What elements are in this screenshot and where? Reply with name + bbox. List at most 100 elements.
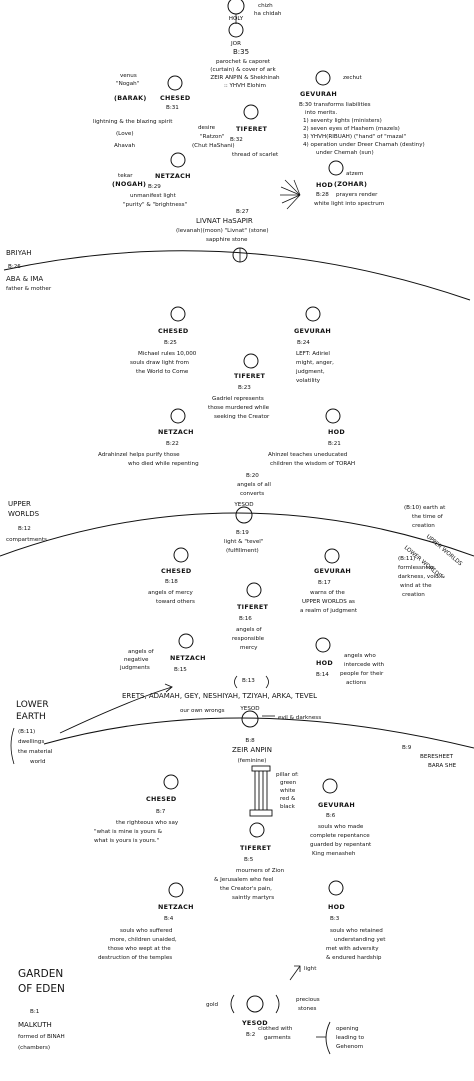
gevurah-b6-desc-2: complete repentance (310, 833, 370, 839)
netzach-b29-left-2: (NOGAH) (112, 180, 146, 188)
hod-b3-name: HOD (328, 903, 345, 911)
hod-b14-desc-3: people for their (340, 671, 384, 677)
upper-b19-number: B:19 (236, 530, 249, 536)
own-wrongs: our own wrongs (180, 708, 225, 714)
gevurah-b24-desc-1: LEFT: Adiriel (296, 351, 330, 357)
aba-ima-sub: father & mother (6, 286, 52, 292)
compartments-label: compartments (6, 537, 47, 543)
gevurah-b17-desc-1: warns of the (310, 590, 345, 596)
netzach-b15-circle (178, 633, 194, 649)
netzach-b4-desc-4: destruction of the temples (98, 955, 172, 961)
precious-1: precious (296, 997, 320, 1003)
gold-label: gold (206, 1002, 219, 1008)
tiferet-b32-name: TIFERET (236, 125, 268, 133)
chesed-b7-circle (163, 774, 179, 790)
netzach-b29-number: B:29 (148, 184, 161, 190)
b11-desc-5: creation (402, 592, 425, 598)
gevurah-b17-circle (324, 548, 340, 564)
tiferet-b16-number: B:16 (239, 616, 252, 622)
hod-b3-desc-4: & endured hardship (326, 955, 382, 961)
gevurah-b24-desc-2: might, anger, (296, 360, 334, 366)
tiferet-b16-desc-3: mercy (240, 645, 258, 651)
crown-circle (227, 0, 245, 15)
tiferet-b23-name: TIFERET (234, 372, 266, 380)
tiferet-b23-number: B:23 (238, 385, 251, 391)
b8-number: B:8 (245, 738, 255, 744)
gevurah-b30-desc-3: 2) seven eyes of Hashem (mazels) (303, 126, 400, 132)
yesod-b2-bracket-left (230, 994, 235, 1014)
b11-desc-3: darkness, void & (398, 574, 446, 580)
b35-desc-2: (curtain) & cover of ark (210, 67, 276, 73)
netzach-b4-desc-2: more, children unaided, (110, 937, 177, 943)
gevurah-b6-desc-4: King menasheh (312, 851, 356, 857)
light-arrowhead (294, 965, 301, 972)
chesed-b25-circle (170, 306, 186, 322)
zeir-anpin-title: ZEIR ANPIN (232, 746, 272, 754)
briyah-number: B:26 (8, 264, 21, 270)
gevurah-b24-name: GEVURAH (294, 327, 331, 335)
chesed-b25-number: B:25 (164, 340, 177, 346)
netzach-b29-left-1: tekar (118, 173, 133, 179)
light-arrow (289, 965, 301, 981)
netzach-b4-circle (168, 882, 184, 898)
chesed-b31-circle (167, 75, 183, 91)
malkuth-3: (chambers) (18, 1045, 50, 1051)
b9-number: B:9 (402, 745, 412, 751)
upper-b19-desc-1: light & "tevel" (224, 539, 264, 545)
yesod-b2-number: B:2 (246, 1032, 255, 1038)
chesed-b25-desc-2: souls draw light from (130, 360, 189, 366)
gevurah-b17-desc-2: UPPER WORLDS as (302, 599, 355, 605)
gevurah-b24-number: B:24 (297, 340, 310, 346)
bereshit-2: BARA SHE (428, 763, 457, 769)
b35-desc-1: parochet & caporet (216, 59, 271, 65)
hod-b28-circle (328, 160, 344, 176)
briyah-arc (3, 250, 471, 301)
gevurah-b6-desc-3: guarded by repentant (310, 842, 372, 848)
gehenom-bracket (325, 1021, 331, 1055)
gehenom-2: leading to (336, 1035, 365, 1041)
tiferet-b5-number: B:5 (244, 857, 254, 863)
upper-worlds-label-2: WORLDS (8, 510, 40, 518)
hod-b14-desc-4: actions (346, 680, 366, 686)
malkuth-2: formed of BINAH (18, 1034, 65, 1040)
netzach-b15-left-2: negative (124, 657, 149, 663)
gevurah-b17-name: GEVURAH (314, 567, 351, 575)
lower-earth-arrowhead (164, 683, 173, 693)
gevurah-b30-name: GEVURAH (300, 90, 337, 98)
netzach-b29-desc-1: unmanifest light (130, 193, 177, 199)
netzach-b4-desc-1: souls who suffered (120, 928, 173, 934)
lower-yesod-circle (241, 710, 259, 728)
malkuth-1: MALKUTH (18, 1021, 52, 1029)
yesod-b2-desc-2: garments (264, 1035, 291, 1041)
yesod-b20-desc-1: angels of all (237, 482, 271, 488)
chidah-label: ha chidah (254, 11, 282, 17)
tiferet-b16-desc-2: responsible (232, 636, 265, 642)
hod-b21-circle (325, 408, 341, 424)
chesed-b25-desc-3: the World to Come (136, 369, 189, 375)
lower-earth-label-1: LOWER (16, 700, 49, 710)
gevurah-b6-circle (322, 778, 338, 794)
lower-earth-arrow (59, 686, 173, 734)
gevurah-b24-desc-3: judgment, (295, 369, 325, 375)
hod-b14-name: HOD (316, 659, 333, 667)
hod-b3-desc-1: souls who retained (330, 928, 383, 934)
tiferet-b5-desc-4: saintly martyrs (232, 895, 274, 901)
chesed-b31-below-1: lightning & the blazing spirit (93, 119, 173, 125)
chesed-b31-left-2: "Nogah" (116, 81, 140, 87)
netzach-b4-desc-3: those who wept at the (108, 946, 171, 952)
aba-ima-label: ABA & IMA (6, 275, 43, 283)
tiferet-b32-number: B:32 (230, 137, 243, 143)
holy-bottom-label: JOR (230, 41, 241, 47)
gehenom-1: opening (336, 1026, 359, 1032)
tiferet-b5-desc-1: mourners of Zion (236, 868, 285, 874)
hod-b3-desc-3: met with adversity (326, 946, 379, 952)
hod-b21-desc-2: children the wisdom of TORAH (270, 461, 355, 467)
b11-desc-2: formlessness, (398, 565, 437, 571)
hod-b28-top-1: atzem (346, 171, 363, 177)
b13-number: B:13 (242, 678, 255, 684)
lower-yesod-label: YESOD (239, 706, 259, 712)
bereshit-1: BERESHEET (420, 754, 454, 760)
tiferet-b23-desc-1: Gadriel represents (212, 396, 264, 402)
netzach-b29-desc-2: "purity" & "brightness" (123, 202, 188, 208)
